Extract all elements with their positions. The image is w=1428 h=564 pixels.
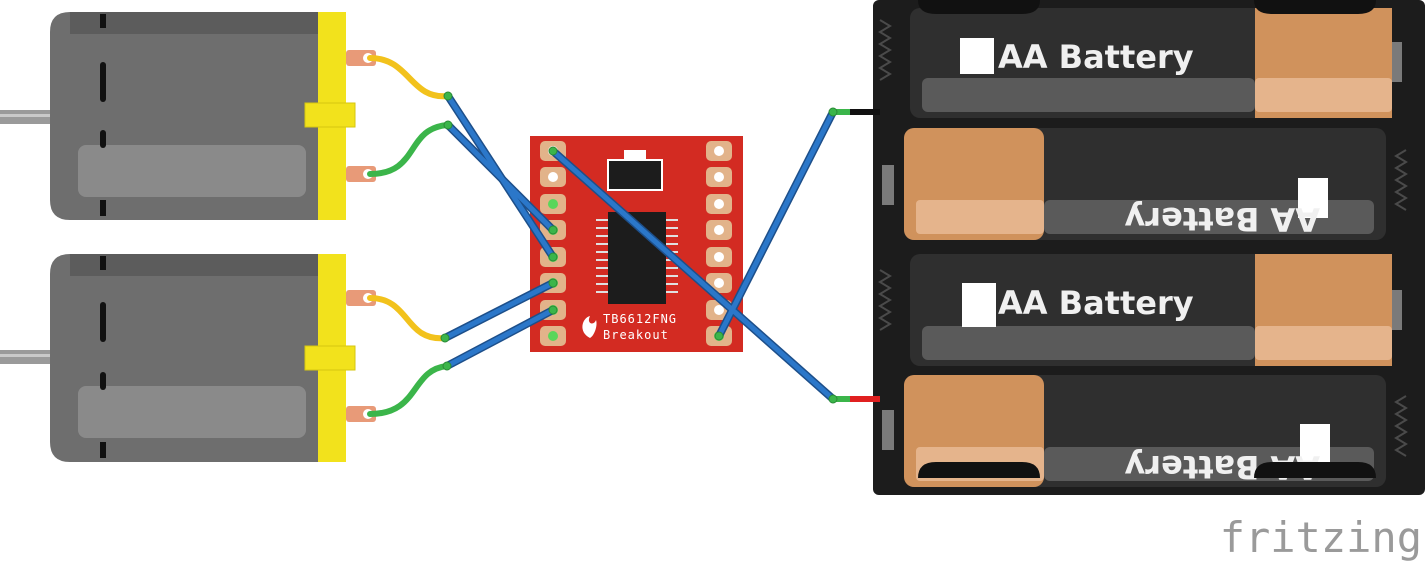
motor1-yellow-lead <box>367 55 451 100</box>
flame-logo-icon <box>582 316 597 338</box>
motor2-green-lead <box>367 363 450 417</box>
chip-label: TB6612FNG <box>603 312 677 326</box>
jumper-wires <box>440 91 838 404</box>
battery-cell-1: AA Battery <box>910 8 1402 118</box>
battery-label: AA Battery <box>998 38 1194 76</box>
motor-leads <box>367 55 451 417</box>
dc-motor-top <box>0 12 376 220</box>
battery-holder-4xaa: AA Battery AA Battery AA Battery <box>873 0 1425 495</box>
fritzing-watermark: fritzing <box>1220 513 1422 562</box>
motor1-green-lead <box>367 122 451 177</box>
battery-label: AA Battery <box>998 284 1194 322</box>
board-label: Breakout <box>603 328 669 342</box>
dc-motor-bottom <box>0 254 376 462</box>
battery-label: AA Battery <box>1124 200 1320 238</box>
motor2-yellow-lead <box>367 295 448 342</box>
battery-cell-3: AA Battery <box>910 254 1402 366</box>
tb6612fng-board: TB6612FNG Breakout <box>530 136 743 352</box>
battery-cell-2: AA Battery <box>882 128 1386 240</box>
